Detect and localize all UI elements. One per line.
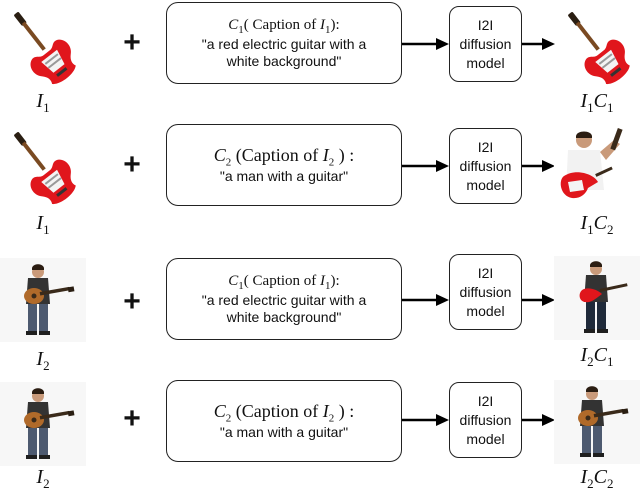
- arrow-to-output: [522, 414, 555, 426]
- caption-box: C2 (Caption of I2 ) : "a man with a guit…: [166, 124, 402, 206]
- arrow-to-model: [402, 294, 449, 306]
- caption-box: C1( Caption of I1): "a red electric guit…: [166, 2, 402, 84]
- arrow-to-output: [522, 38, 555, 50]
- pipeline-row-2: I1 + C2 (Caption of I2 ) : "a man with a…: [0, 122, 640, 244]
- caption-text: "a red electric guitar with a white back…: [201, 35, 367, 69]
- plus-sign: +: [123, 148, 141, 181]
- output-image-man-guitar: [554, 380, 640, 464]
- arrow-to-output: [522, 294, 555, 306]
- output-image-red-guitar: [554, 2, 640, 86]
- caption-box: C2 (Caption of I2 ) : "a man with a guit…: [166, 380, 402, 462]
- pipeline-row-4: I2 + C2 (Caption of I2 ) : "a man with a…: [0, 380, 640, 502]
- caption-heading: C1( Caption of I1):: [228, 272, 340, 292]
- caption-heading: C2 (Caption of I2 ) :: [213, 144, 355, 169]
- output-label: I1C1: [580, 90, 614, 115]
- caption-heading: C2 (Caption of I2 ) :: [213, 400, 355, 425]
- i2i-diffusion-model-box: I2I diffusion model: [449, 254, 522, 330]
- arrow-to-model: [402, 414, 449, 426]
- input-image-man-guitar: [0, 258, 86, 342]
- pipeline-row-3: I2 + C1( Caption of I1): "a red electric…: [0, 254, 640, 378]
- i2i-diffusion-model-box: I2I diffusion model: [449, 6, 522, 82]
- arrow-to-model: [402, 38, 449, 50]
- arrow-to-output: [522, 160, 555, 172]
- output-label: I1C2: [580, 212, 614, 237]
- pipeline-row-1: I1 + C1( Caption of I1): "a red electric…: [0, 2, 640, 124]
- arrow-to-model: [402, 160, 449, 172]
- plus-sign: +: [123, 402, 141, 435]
- i2i-diffusion-model-box: I2I diffusion model: [449, 128, 522, 204]
- output-label: I2C1: [580, 344, 614, 369]
- output-image-man-red-guitar: [554, 256, 640, 340]
- input-label: I1: [36, 90, 50, 115]
- caption-heading: C1( Caption of I1):: [228, 16, 340, 36]
- input-image-red-guitar: [0, 122, 86, 206]
- input-image-man-guitar: [0, 382, 86, 466]
- input-label: I2: [36, 466, 50, 491]
- caption-text: "a red electric guitar with a white back…: [201, 291, 367, 325]
- input-image-red-guitar: [0, 2, 86, 86]
- caption-box: C1( Caption of I1): "a red electric guit…: [166, 258, 402, 340]
- plus-sign: +: [123, 26, 141, 59]
- plus-sign: +: [123, 285, 141, 318]
- i2i-diffusion-model-box: I2I diffusion model: [449, 382, 522, 458]
- output-image-man-white-shirt: [554, 124, 640, 208]
- output-label: I2C2: [580, 466, 614, 491]
- caption-text: "a man with a guitar": [219, 168, 349, 185]
- input-label: I1: [36, 212, 50, 237]
- caption-text: "a man with a guitar": [219, 424, 349, 441]
- input-label: I2: [36, 348, 50, 373]
